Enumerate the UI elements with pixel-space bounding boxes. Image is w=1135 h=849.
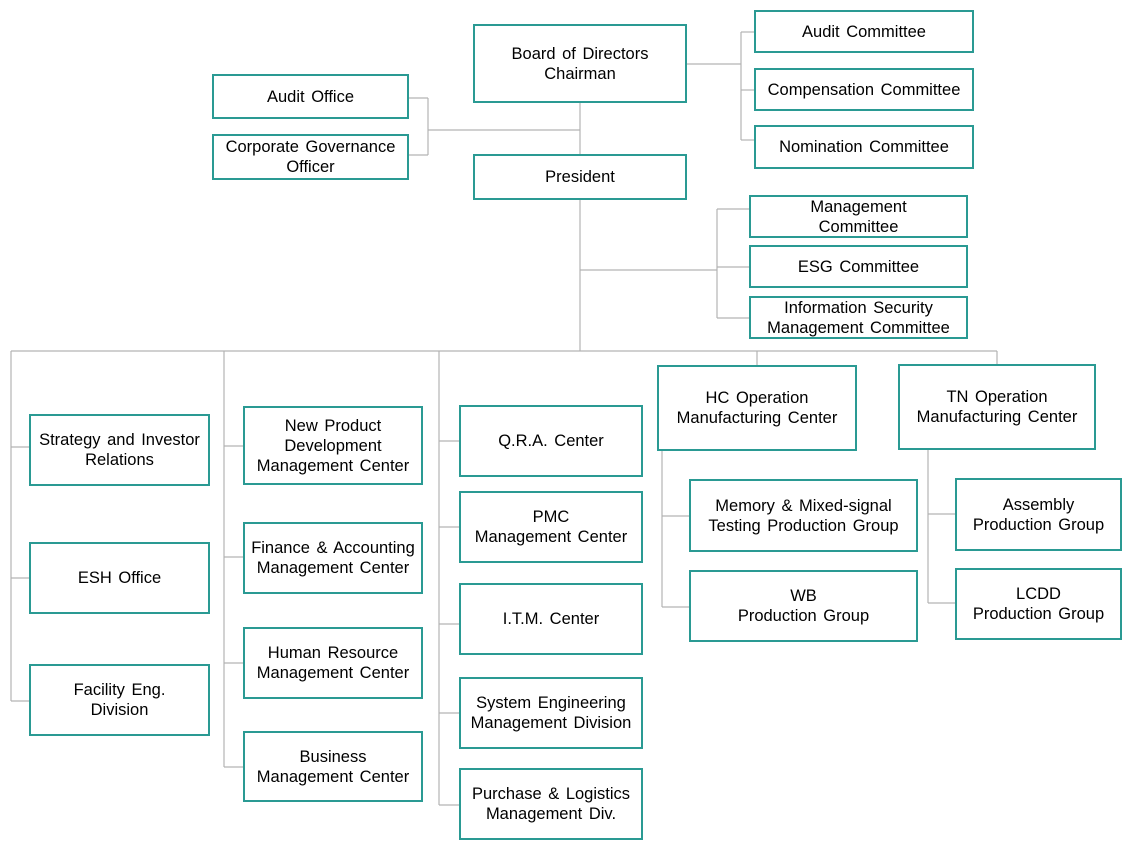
facility-eng-division-box: Facility Eng. Division (29, 664, 210, 736)
purchase-logistics-box: Purchase & Logistics Management Div. (459, 768, 643, 840)
esg-committee-box: ESG Committee (749, 245, 968, 288)
assembly-group-box: Assembly Production Group (955, 478, 1122, 551)
system-engineering-box: System Engineering Management Division (459, 677, 643, 749)
compensation-committee-box: Compensation Committee (754, 68, 974, 111)
itm-center-box: I.T.M. Center (459, 583, 643, 655)
hc-operation-box: HC Operation Manufacturing Center (657, 365, 857, 451)
info-security-committee-box: Information Security Management Committe… (749, 296, 968, 339)
tn-operation-box: TN Operation Manufacturing Center (898, 364, 1096, 450)
human-resource-box: Human Resource Management Center (243, 627, 423, 699)
audit-committee-box: Audit Committee (754, 10, 974, 53)
pmc-management-box: PMC Management Center (459, 491, 643, 563)
corporate-governance-box: Corporate Governance Officer (212, 134, 409, 180)
memory-testing-group-box: Memory & Mixed-signal Testing Production… (689, 479, 918, 552)
nomination-committee-box: Nomination Committee (754, 125, 974, 169)
finance-accounting-box: Finance & Accounting Management Center (243, 522, 423, 594)
president-box: President (473, 154, 687, 200)
esh-office-box: ESH Office (29, 542, 210, 614)
lcdd-group-box: LCDD Production Group (955, 568, 1122, 640)
management-committee-box: Management Committee (749, 195, 968, 238)
new-product-development-box: New Product Development Management Cente… (243, 406, 423, 485)
strategy-investor-relations-box: Strategy and Investor Relations (29, 414, 210, 486)
qra-center-box: Q.R.A. Center (459, 405, 643, 477)
business-management-box: Business Management Center (243, 731, 423, 802)
audit-office-box: Audit Office (212, 74, 409, 119)
board-of-directors-box: Board of Directors Chairman (473, 24, 687, 103)
wb-production-group-box: WB Production Group (689, 570, 918, 642)
